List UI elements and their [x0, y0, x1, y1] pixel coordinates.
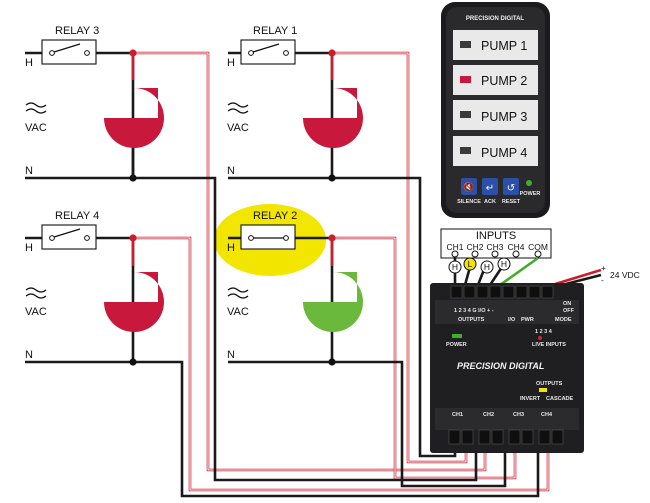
pump-4-label: PUMP 4 [481, 146, 527, 160]
module-on-label: ON [563, 301, 571, 307]
input-4-state: H [501, 259, 507, 269]
ac-symbols [25, 102, 249, 299]
relay-1-label: RELAY 1 [253, 25, 297, 37]
module-off-label: OFF [563, 308, 575, 314]
reset-label: RESET [502, 199, 521, 205]
ack-label: ACK [484, 199, 496, 205]
relay-1-circuit [228, 39, 363, 182]
relay-1-vac-label: VAC [227, 122, 249, 134]
module-power-led [452, 334, 462, 338]
module-brand: PRECISION DIGITAL [457, 361, 544, 371]
pump-4-indicator [460, 147, 471, 154]
pump-1-indicator [460, 41, 471, 48]
relay-2-neutral-label: N [227, 349, 235, 361]
input-state-markers: H L H H [448, 257, 511, 274]
module-outputs-label: OUTPUTS [458, 317, 485, 323]
module-pwr-label: PWR [521, 317, 534, 323]
pump-display: PRECISION DIGITAL PUMP 1 PUMP 2 PUMP 3 P… [441, 2, 550, 218]
relay-4-circuit [25, 224, 164, 366]
input-ch1-label: CH1 [446, 242, 463, 252]
module-live-numbers: 1 2 3 4 [535, 329, 553, 335]
module-io-label: I/O [508, 317, 516, 323]
input-ch3-label: CH3 [486, 242, 503, 252]
relay-3-label: RELAY 3 [55, 25, 99, 37]
input-com-label: COM [528, 242, 548, 252]
relay-4-vac-label: VAC [25, 306, 47, 318]
relay-4-label: RELAY 4 [55, 210, 99, 222]
display-brand: PRECISION DIGITAL [466, 16, 525, 22]
pump-1-label: PUMP 1 [481, 39, 527, 53]
module-mode-label: MODE [555, 317, 572, 323]
relay-2-label: RELAY 2 [253, 210, 297, 222]
relay-2-circuit [228, 224, 363, 366]
display-power-led [526, 180, 532, 186]
relay-3-vac-label: VAC [25, 122, 47, 134]
module-cascade-label: CASCADE [546, 396, 574, 402]
input-ch4-label: CH4 [507, 242, 524, 252]
module-invert-led [539, 388, 547, 392]
inputs-block: INPUTS CH1 CH2 CH3 CH4 COM [440, 228, 552, 259]
module-outputs-label-2: OUTPUTS [536, 381, 563, 387]
relay-3-neutral-label: N [25, 165, 33, 177]
reset-button[interactable] [503, 178, 519, 195]
relay-2-vac-label: VAC [227, 306, 249, 318]
module-ch4-label: CH4 [541, 412, 553, 418]
pump-2-label: PUMP 2 [481, 74, 527, 88]
input-3-state: H [484, 262, 490, 272]
ack-button[interactable] [482, 178, 498, 195]
module-live-led [538, 336, 542, 340]
module-ch1-label: CH1 [452, 412, 463, 418]
input-wires [453, 256, 602, 287]
pump-2-indicator [460, 76, 471, 83]
input-ch2-label: CH2 [466, 242, 483, 252]
relay-3-circuit [25, 39, 164, 182]
input-1-state: H [452, 262, 458, 272]
relay-2-hot-label: H [227, 242, 235, 254]
relay-4-hot-label: H [25, 242, 33, 254]
inputs-title: INPUTS [476, 230, 516, 242]
module-live-inputs-label: LIVE INPUTS [532, 342, 566, 348]
relay-1-neutral-label: N [227, 165, 235, 177]
relay-3-hot-label: H [25, 57, 33, 69]
module-top-terminals: 1 2 3 4 G I/O + - [454, 308, 494, 314]
enter-icon: ↵ [486, 183, 494, 194]
module-ch2-label: CH2 [483, 412, 494, 418]
supply-label: 24 VDC [610, 270, 640, 280]
silence-button[interactable] [461, 178, 477, 195]
supply-minus: - [601, 275, 604, 285]
relay-1-hot-label: H [227, 57, 235, 69]
module-invert-label: INVERT [520, 396, 541, 402]
display-power-label: POWER [520, 191, 541, 197]
relay-4-neutral-label: N [25, 349, 33, 361]
supply-plus: + [601, 263, 606, 273]
pump-3-indicator [460, 111, 471, 118]
pump-3-label: PUMP 3 [481, 110, 527, 124]
silence-label: SILENCE [457, 199, 481, 205]
speaker-icon: 🔇 [463, 181, 474, 192]
controller-module: 1 2 3 4 G I/O + - OUTPUTS I/O PWR MODE O… [430, 283, 584, 453]
reset-icon: ↺ [507, 183, 515, 194]
module-power-label: POWER [446, 342, 467, 348]
module-ch3-label: CH3 [513, 412, 524, 418]
input-2-state: L [468, 259, 473, 269]
